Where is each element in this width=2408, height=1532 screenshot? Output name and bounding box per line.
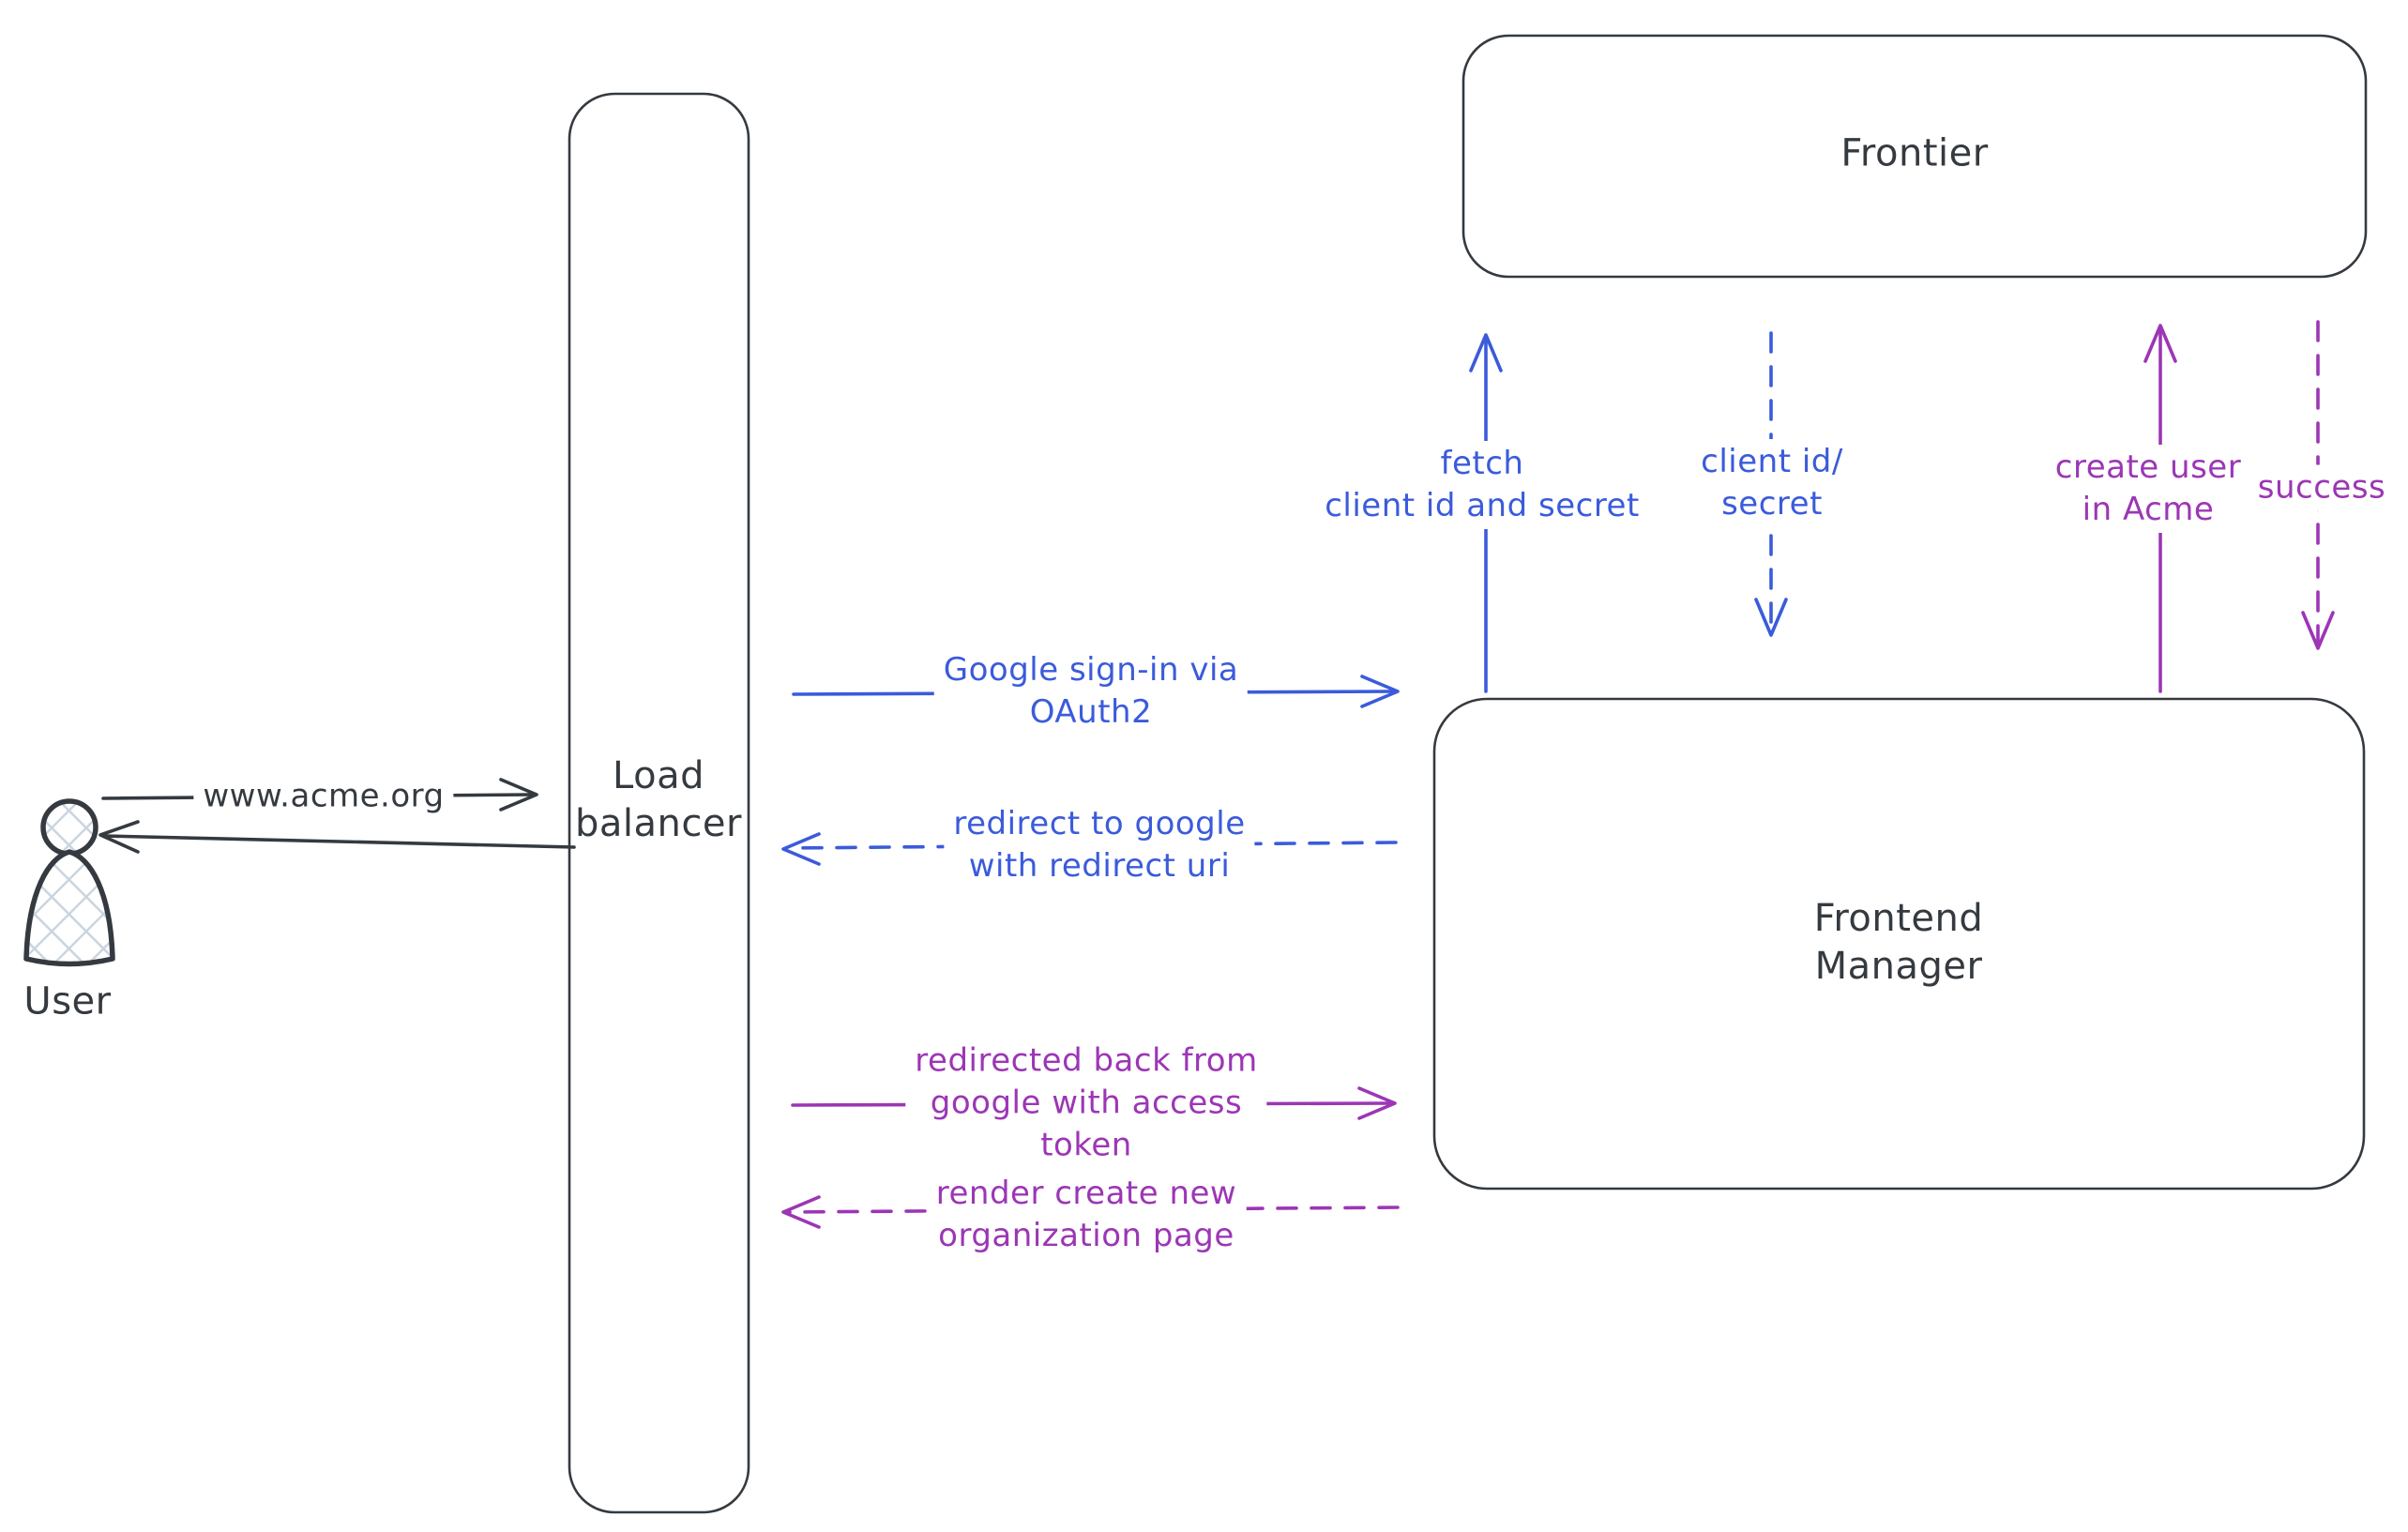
label-fetch-client-id: fetch client id and secret <box>1315 441 1649 529</box>
label-success: success <box>2248 464 2396 511</box>
load-balancer-label: Load balancer <box>575 754 742 845</box>
label-render-org-page: render create new organization page <box>926 1171 1247 1259</box>
arrow-response-to-user <box>98 820 576 854</box>
user-label: User <box>23 979 112 1024</box>
user-head <box>40 798 98 857</box>
label-www-acme-org: www.acme.org <box>193 773 454 820</box>
label-google-signin: Google sign-in via OAuth2 <box>933 647 1249 736</box>
label-create-user: create user in Acme <box>2045 445 2251 533</box>
user-body <box>23 849 115 967</box>
frontier-label: Frontier <box>1840 131 1989 175</box>
label-client-id-secret: client id/ secret <box>1691 439 1853 527</box>
user-icon <box>23 798 115 967</box>
arrow-success <box>2301 320 2335 650</box>
label-redirected-back: redirected back from google with access … <box>905 1038 1267 1169</box>
label-redirect-to-google: redirect to google with redirect uri <box>944 801 1255 889</box>
frontend-manager-box <box>1432 697 2366 1191</box>
frontier-box <box>1461 34 2368 279</box>
load-balancer-box <box>568 92 750 1514</box>
frontend-manager-label: Frontend Manager <box>1813 897 1984 988</box>
